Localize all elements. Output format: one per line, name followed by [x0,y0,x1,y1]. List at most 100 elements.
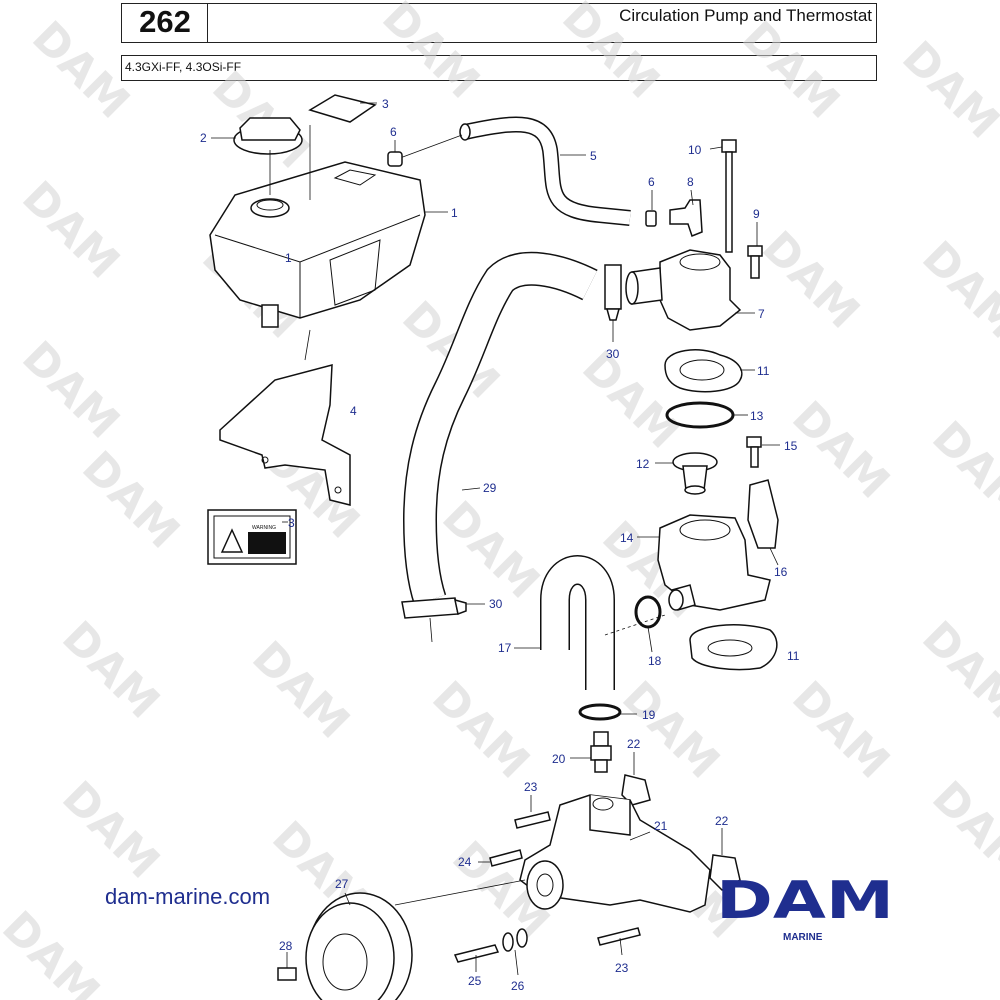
callout-12: 12 [636,457,650,471]
thermostat-housing [625,249,742,331]
watermark: DAM [52,612,169,729]
temperature-sensor [604,264,622,321]
gasket [689,624,778,671]
callout-30: 30 [606,347,620,361]
callout-6: 6 [648,175,655,189]
watermark: DAM [12,332,129,449]
callout-16: 16 [774,565,788,579]
callout-17: 17 [498,641,512,655]
engine-models: 4.3GXi-FF, 4.3OSi-FF [125,60,242,74]
pump-bolt [514,811,551,829]
callout-18: 18 [648,654,662,668]
short-bolt [747,245,763,279]
watermark: DAM [922,412,1000,529]
hose-clamp [578,703,622,721]
temperature-sensor [401,597,467,643]
callout-15: 15 [784,439,798,453]
callout-2: 2 [200,131,207,145]
callout-24: 24 [458,855,472,869]
label-card [308,94,377,200]
title-box [207,3,877,43]
watermark: DAM [912,232,1000,349]
models-box [121,55,877,81]
watermark: DAM [912,612,1000,729]
callout-23: 23 [524,780,538,794]
callout-22: 22 [627,737,641,751]
website-link[interactable]: dam-marine.com [105,884,271,909]
dam-marine-logo: DAM MARINE [716,871,894,943]
callout-10: 10 [688,143,702,157]
callout-28: 28 [279,939,293,953]
pump-gasket [709,854,741,891]
watermark: DAM [52,772,169,889]
watermark: DAM [782,672,899,789]
callout-29: 29 [483,481,497,495]
warning-decal: WARNING [207,509,297,565]
watermark: DAM [22,12,139,129]
logo-subtext: MARINE [783,932,823,943]
long-bolt [721,139,737,253]
callout-21: 21 [654,819,668,833]
tank-bracket [219,329,351,506]
leader-lines [211,102,780,976]
callout-1: 1 [451,206,458,220]
callout-3: 3 [288,516,295,530]
watermark: DAM [732,12,849,129]
watermark: DAM [12,172,129,289]
hose-fitting [590,731,612,773]
bolt [746,436,762,468]
watermark: DAM [372,0,489,109]
watermark: DAM [782,392,899,509]
callout-labels: 1 1 2 3 3 4 5 6 6 7 8 9 10 11 11 12 13 1… [200,97,800,993]
callout-3: 3 [382,97,389,111]
logo-text: DAM [716,871,894,931]
page-number: 262 [139,4,191,39]
watermark: DAM [432,492,549,609]
hose-clamp [645,210,657,227]
water-pump [519,794,711,913]
pulley-bolt [277,967,297,981]
callout-4: 4 [350,404,357,418]
pump-bolt [597,927,641,946]
thermostat-housing-lower [657,514,771,611]
page-number-box [121,3,209,43]
pump-bolt [453,944,500,963]
callout-26: 26 [511,979,525,993]
callout-14: 14 [620,531,634,545]
pump-gasket [621,774,651,806]
callout-13: 13 [750,409,764,423]
watermark: DAM [922,772,1000,889]
washer [502,932,514,952]
callout-11: 11 [757,364,770,378]
warning-decal-text: WARNING [252,525,276,531]
callout-27: 27 [335,877,349,891]
filler-cap [233,117,303,195]
watermark: DAM [552,0,669,109]
watermark: DAM [612,672,729,789]
o-ring [665,401,735,429]
callout-30: 30 [489,597,503,611]
watermark: DAM [72,442,189,559]
bypass-hose [402,251,598,606]
callout-6: 6 [390,125,397,139]
thermostat [672,452,718,495]
pulley [305,879,526,1000]
callout-8: 8 [687,175,694,189]
callout-1: 1 [285,251,292,265]
elbow-fitting [669,199,703,237]
gasket [664,349,743,393]
lifting-eye [747,479,779,549]
watermark: DAM [422,672,539,789]
callout-23: 23 [615,961,629,975]
page-title: Circulation Pump and Thermostat [619,6,872,25]
callout-20: 20 [552,752,566,766]
callout-22: 22 [715,814,729,828]
watermark: DAM [892,32,1000,149]
callout-9: 9 [753,207,760,221]
hose-clamp [387,151,403,167]
overflow-hose [399,116,631,226]
watermark: DAM [752,222,869,339]
washer [516,928,528,948]
